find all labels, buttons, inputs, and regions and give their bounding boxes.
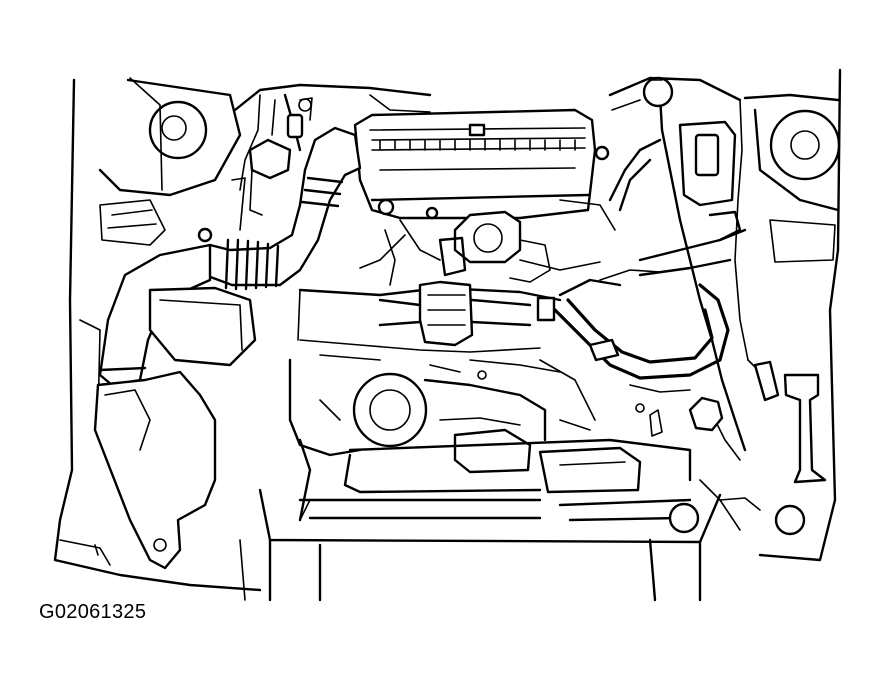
reservoir-cap	[642, 76, 674, 108]
intake-air-duct	[197, 126, 362, 291]
wiring-harness	[658, 93, 780, 531]
lower-mount-bushing	[668, 502, 700, 534]
right-bracket	[783, 373, 827, 484]
left-fender-panel	[53, 77, 262, 592]
intake-manifold	[298, 280, 562, 373]
distributor-cap	[649, 396, 724, 437]
right-strut-tower-cap	[769, 109, 841, 181]
right-fender-panel	[743, 68, 842, 562]
radiator-support	[239, 488, 806, 602]
brake-line-fittings	[231, 93, 313, 231]
firewall-cowl	[233, 76, 742, 191]
throttle-body	[359, 206, 601, 283]
air-box-clamp-right	[594, 145, 610, 161]
figure-id-label: G02061325	[39, 601, 147, 623]
air-cleaner-box	[345, 108, 610, 220]
engine-bay-detail-lines	[297, 199, 645, 431]
air-inlet-resonator	[93, 243, 257, 570]
engine-block	[288, 358, 692, 522]
reservoir-bracket	[642, 76, 742, 242]
left-strut-tower-cap	[148, 100, 208, 160]
harness-connector	[753, 360, 780, 402]
duct-clamp-screw	[197, 227, 213, 243]
resonator-chamber	[148, 286, 257, 367]
air-box-clamp-left	[377, 198, 395, 216]
crank-pulley	[352, 372, 428, 448]
